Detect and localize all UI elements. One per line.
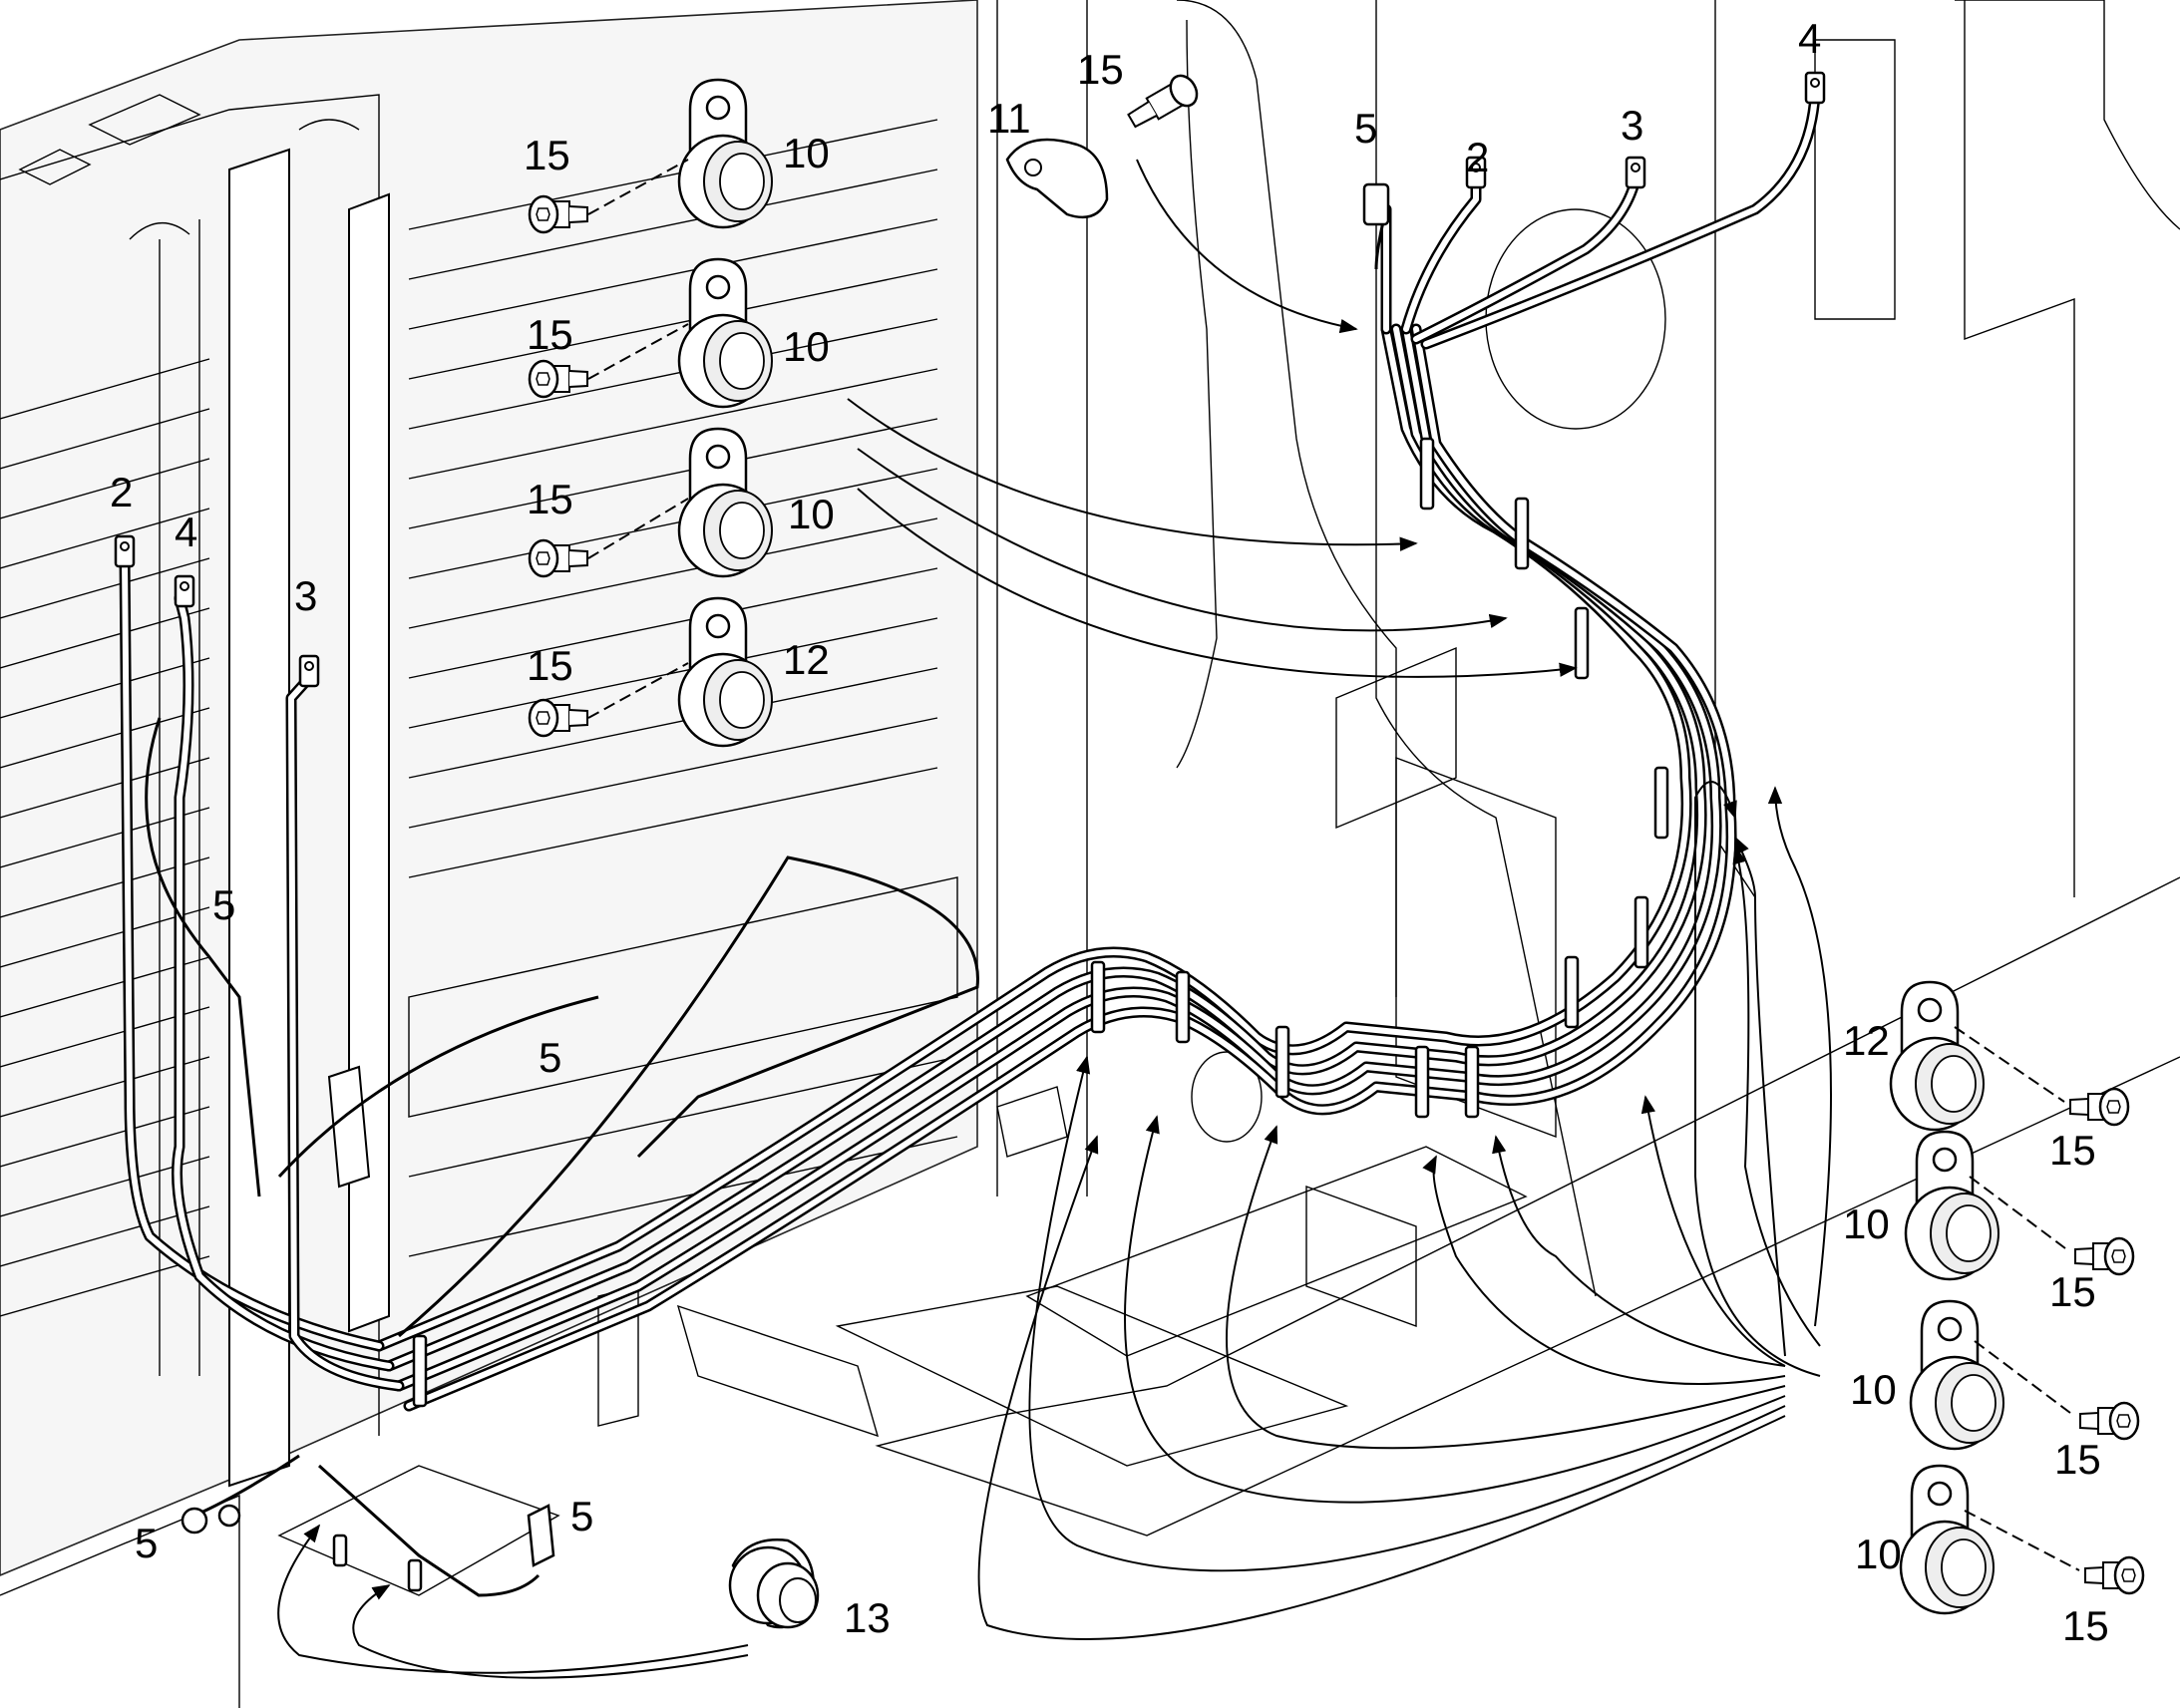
callout-labels: 2 4 3 5 5 5 5 13 15 15 15 15 10 10 10 12… bbox=[110, 15, 2109, 1649]
callout-15-r1: 15 bbox=[2049, 1127, 2096, 1174]
lug-2-left bbox=[114, 534, 136, 568]
callout-12-top: 12 bbox=[783, 636, 830, 683]
connector-5-bottom-left bbox=[181, 1507, 208, 1535]
callout-10-r2: 10 bbox=[1850, 1366, 1897, 1413]
callout-15-a: 15 bbox=[524, 132, 570, 178]
connector-5-bottom bbox=[527, 1504, 555, 1567]
clamp-group-top bbox=[528, 74, 1199, 748]
callout-15-r2: 15 bbox=[2049, 1268, 2096, 1315]
callout-10-r1: 10 bbox=[1843, 1200, 1890, 1247]
leader-arrows bbox=[277, 159, 1832, 1679]
callout-5-bottom-connector: 5 bbox=[570, 1493, 593, 1539]
callout-5-bottom-left: 5 bbox=[135, 1520, 158, 1566]
callout-5-top: 5 bbox=[1354, 105, 1377, 152]
clamp-group-right bbox=[1889, 980, 2145, 1615]
callout-4-top: 4 bbox=[1798, 15, 1821, 62]
lug-4-top bbox=[1804, 71, 1826, 105]
connector-5-top bbox=[1362, 182, 1390, 226]
harness-clamps bbox=[332, 437, 1669, 1592]
callout-5-mid: 5 bbox=[539, 1034, 561, 1081]
callout-3-left: 3 bbox=[294, 572, 317, 619]
callout-5-left-upper: 5 bbox=[212, 881, 235, 928]
callout-3-top: 3 bbox=[1621, 102, 1643, 149]
callout-10-b: 10 bbox=[783, 323, 830, 370]
callout-15-d: 15 bbox=[527, 642, 573, 689]
callout-11: 11 bbox=[987, 95, 1031, 142]
callout-2-left: 2 bbox=[110, 469, 133, 515]
grommet-13 bbox=[728, 1538, 820, 1629]
lug-3-left bbox=[298, 654, 320, 688]
callout-15-b: 15 bbox=[527, 311, 573, 358]
callout-13: 13 bbox=[844, 1594, 891, 1641]
callout-15-top: 15 bbox=[1077, 46, 1124, 93]
lug-3-top bbox=[1625, 156, 1646, 189]
callout-4-left: 4 bbox=[175, 509, 197, 555]
callout-2-top: 2 bbox=[1466, 134, 1489, 180]
lug-4-left bbox=[174, 574, 195, 608]
cable-harness bbox=[119, 89, 1821, 1597]
callout-15-r4: 15 bbox=[2062, 1602, 2109, 1649]
callout-15-r3: 15 bbox=[2054, 1436, 2101, 1483]
callout-10-a: 10 bbox=[783, 130, 830, 176]
callout-10-c: 10 bbox=[788, 491, 835, 537]
callout-10-r3: 10 bbox=[1855, 1531, 1902, 1577]
callout-15-c: 15 bbox=[527, 476, 573, 522]
callout-12-right: 12 bbox=[1843, 1017, 1890, 1064]
